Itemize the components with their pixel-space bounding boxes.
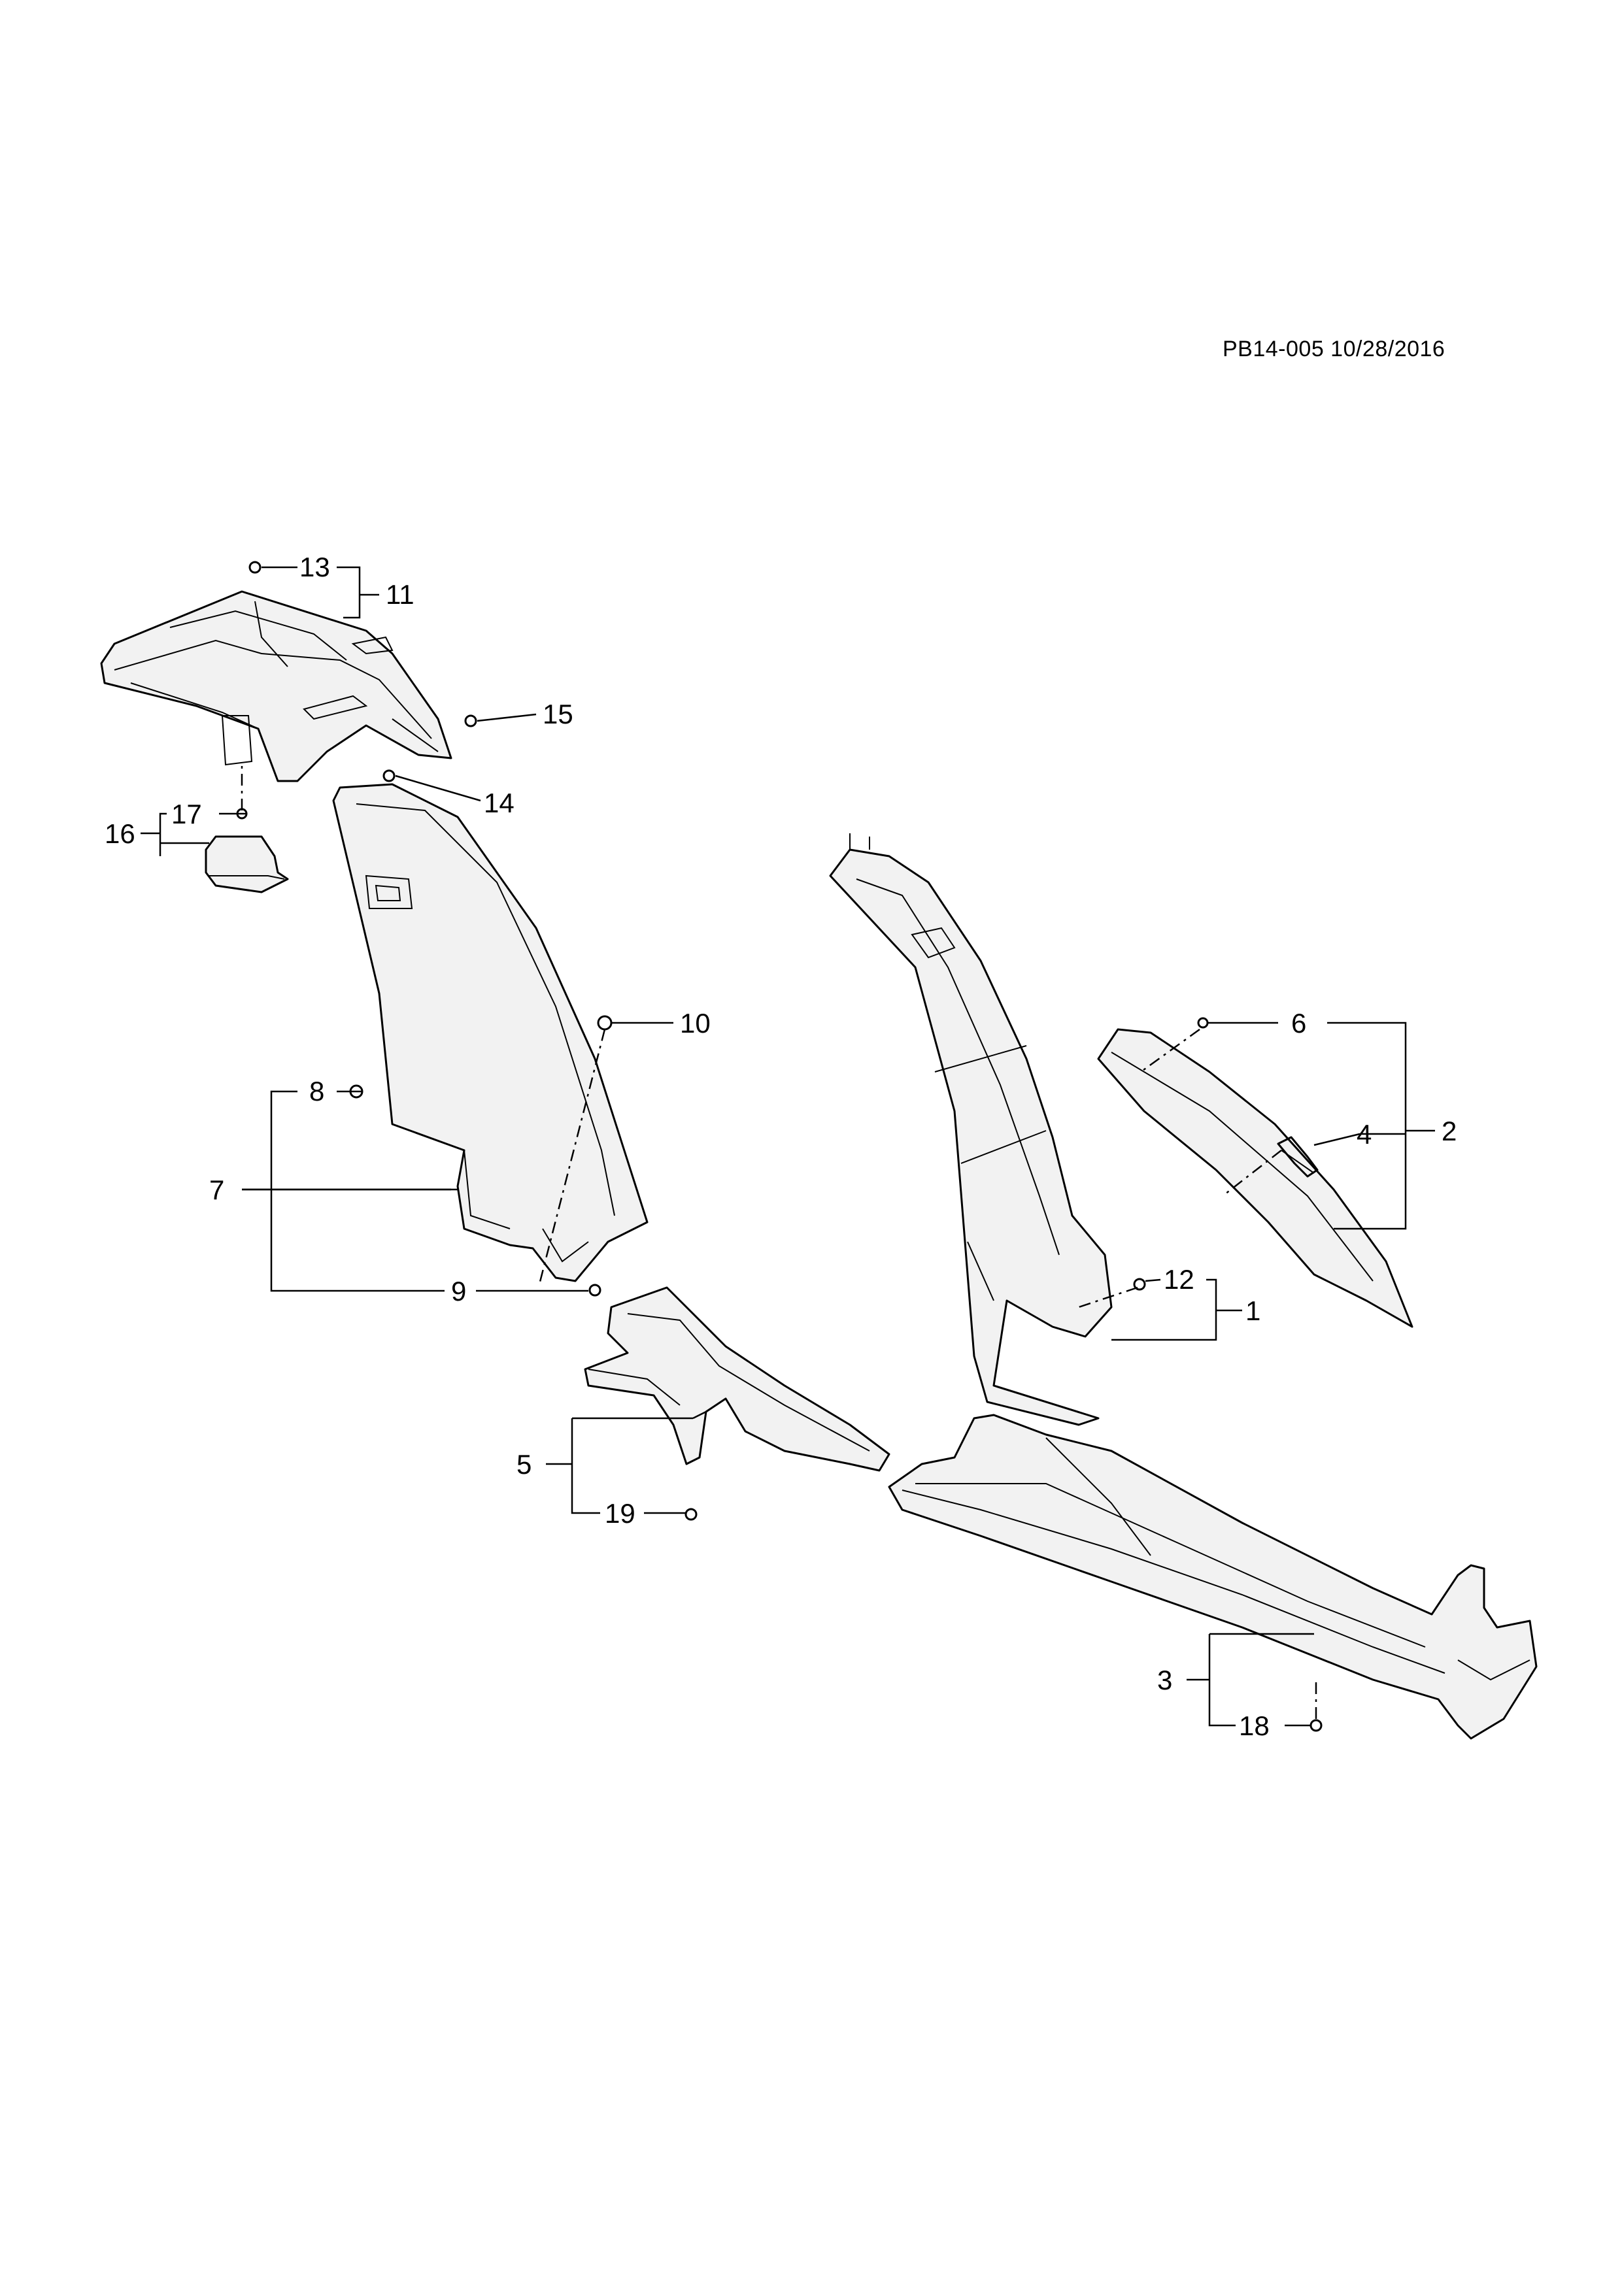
callout-11: 11 [386, 579, 414, 610]
fastener-18 [1309, 1719, 1323, 1732]
part-11-upper-quarter-panel [100, 590, 452, 782]
callout-3: 3 [1157, 1665, 1172, 1695]
part-2-windshield-pillar-trim [1097, 1028, 1413, 1328]
callout-5: 5 [516, 1449, 532, 1480]
fastener-12 [1133, 1278, 1146, 1291]
relation-lines [241, 765, 1317, 1719]
leader-lines [141, 566, 1435, 1727]
callout-9: 9 [451, 1276, 466, 1306]
callout-16: 16 [105, 818, 135, 849]
callout-6: 6 [1291, 1008, 1306, 1039]
fastener-6 [1197, 1017, 1209, 1029]
callout-1: 1 [1245, 1295, 1260, 1326]
document-id-date: PB14-005 10/28/2016 [1223, 337, 1445, 361]
part-3-sill-plate [888, 1414, 1538, 1740]
fastener-9 [588, 1284, 601, 1297]
callout-7: 7 [209, 1174, 224, 1205]
callout-19: 19 [605, 1498, 635, 1529]
part-5-kick-panel [584, 1286, 890, 1472]
part-16-lamp [205, 835, 289, 893]
part-1-center-pillar-trim [829, 833, 1113, 1426]
callout-8: 8 [309, 1076, 324, 1106]
part-7-quarter-lower-trim [332, 783, 649, 1282]
callout-15: 15 [543, 699, 573, 729]
callout-14: 14 [484, 788, 515, 818]
callout-labels: 13 11 15 14 17 16 10 8 7 9 6 4 2 12 1 5 … [105, 552, 1457, 1741]
callout-17: 17 [171, 799, 202, 829]
part-4-clip [1277, 1136, 1319, 1178]
callout-4: 4 [1357, 1119, 1372, 1150]
fastener-10 [597, 1015, 613, 1031]
fastener-14 [382, 769, 396, 782]
fastener-13 [248, 561, 262, 574]
fastener-15 [464, 714, 477, 727]
callout-2: 2 [1442, 1116, 1457, 1146]
callout-12: 12 [1164, 1264, 1194, 1295]
callout-18: 18 [1239, 1710, 1270, 1741]
callout-10: 10 [680, 1008, 711, 1039]
callout-13: 13 [299, 552, 330, 582]
fastener-19 [684, 1508, 698, 1521]
